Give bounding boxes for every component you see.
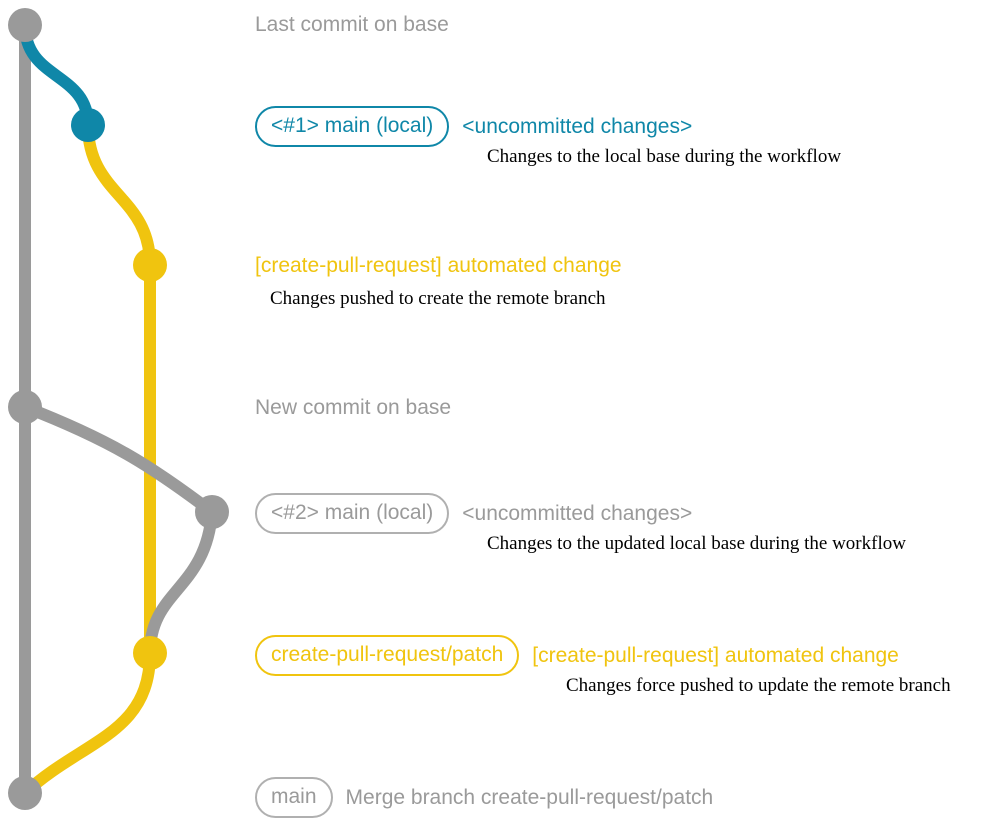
- edge-base-to-local-2: [19, 401, 218, 518]
- commit-subject-local-commit-1: <uncommitted changes>: [462, 115, 693, 138]
- ref-badge-create-pull-request-patch[interactable]: create-pull-request/patch: [255, 635, 520, 676]
- node-base-last-commit: [8, 8, 42, 42]
- commit-description-local-commit-1: Changes to the local base during the wor…: [487, 146, 842, 167]
- commit-subject-merge-commit: Merge branch create-pull-request/patch: [345, 786, 714, 809]
- edge-local-1-to-automated-1: [82, 119, 156, 271]
- node-base-merge-commit: [8, 776, 42, 810]
- node-base-new-commit: [8, 390, 42, 424]
- edge-local-2-to-automated-2: [144, 506, 218, 659]
- ref-badge-main-local-1[interactable]: <#1> main (local): [255, 106, 450, 147]
- commit-subject-last-commit-on-base: Last commit on base: [255, 13, 449, 36]
- graph-nodes: [8, 8, 229, 810]
- commit-description-automated-commit-2: Changes force pushed to update the remot…: [566, 675, 951, 696]
- edge-automated-2-to-merge: [19, 647, 156, 799]
- commit-row-local-commit-2: <#2> main (local) <uncommitted changes>: [255, 493, 692, 534]
- node-automated-commit-2: [133, 636, 167, 670]
- node-local-commit-1: [71, 108, 105, 142]
- node-automated-commit-1: [133, 248, 167, 282]
- node-local-commit-2: [195, 495, 229, 529]
- edge-base-to-local-1: [19, 19, 94, 131]
- commit-subject-automated-commit-2: [create-pull-request] automated change: [532, 644, 899, 667]
- ref-badge-main[interactable]: main: [255, 777, 333, 818]
- ref-badge-main-local-2[interactable]: <#2> main (local): [255, 493, 450, 534]
- commit-row-local-commit-1: <#1> main (local) <uncommitted changes>: [255, 106, 692, 147]
- commit-description-local-commit-2: Changes to the updated local base during…: [487, 533, 906, 554]
- commit-subject-local-commit-2: <uncommitted changes>: [462, 502, 693, 525]
- commit-row-automated-commit-2: create-pull-request/patch [create-pull-r…: [255, 635, 899, 676]
- commit-description-automated-commit-1: Changes pushed to create the remote bran…: [270, 288, 606, 309]
- commit-row-merge-commit: main Merge branch create-pull-request/pa…: [255, 777, 713, 818]
- commit-subject-automated-commit-1: [create-pull-request] automated change: [255, 254, 622, 277]
- commit-subject-new-commit-on-base: New commit on base: [255, 396, 452, 419]
